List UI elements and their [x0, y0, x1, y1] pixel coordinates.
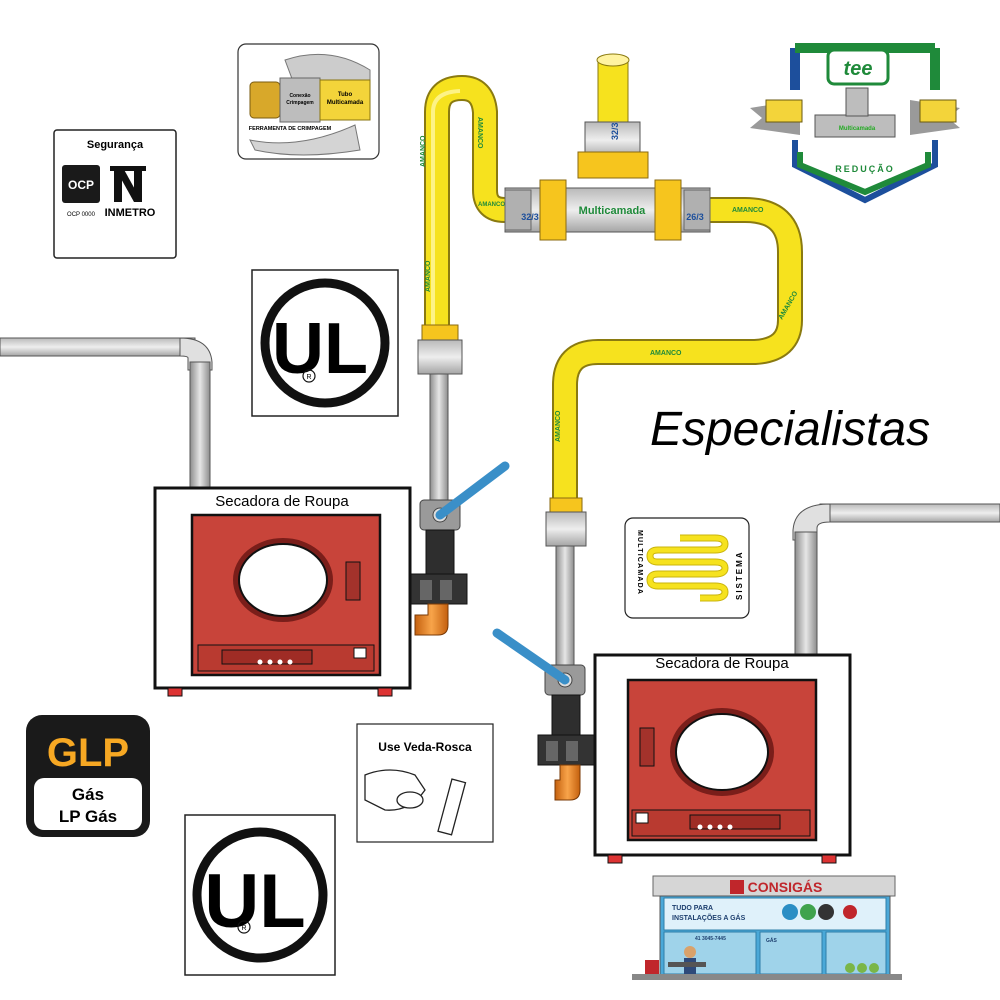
valve-handle-icon[interactable] [497, 633, 565, 680]
veda-rosca-box: Use Veda-Rosca [357, 724, 493, 842]
tee-title: tee [844, 58, 873, 80]
seguranca-badge: Segurança OCP OCP 0000 INMETRO [54, 130, 176, 258]
glp-line1: Gás [72, 785, 104, 804]
svg-text:AMANCO: AMANCO [425, 260, 432, 292]
bench-icon [668, 962, 706, 967]
tape-roll-icon [397, 792, 423, 808]
store-phone: 41 3045-7445 [695, 936, 726, 942]
left-exhaust-duct [0, 338, 212, 488]
svg-text:AMANCO: AMANCO [555, 410, 562, 442]
tee-fitting-label: Multicamada [579, 205, 647, 217]
sistema-right-text: SISTEMA [735, 550, 744, 600]
svg-text:AMANCO: AMANCO [476, 117, 483, 149]
glp-badge: GLP Gás LP Gás [26, 715, 150, 837]
right-dryer: Secadora de Roupa [595, 655, 850, 863]
left-dryer-label: Secadora de Roupa [215, 493, 349, 510]
crimp-tool-label: FERRAMENTA DE CRIMPAGEM [249, 126, 332, 132]
ul-badge-top: UL R [252, 270, 398, 416]
sistema-multicamada-box: MULTICAMADA SISTEMA [625, 518, 749, 618]
glp-line2: LP Gás [59, 807, 117, 826]
left-gas-line [411, 325, 505, 635]
person-icon [684, 946, 696, 958]
valve-handle-icon[interactable] [440, 466, 505, 515]
ocp-label: OCP [68, 178, 94, 192]
ul-mark: UL [272, 309, 368, 389]
tee-reducao-box: tee Multicamada REDUÇÃO [750, 48, 960, 200]
right-exhaust-duct [793, 504, 1000, 654]
ocp-code: OCP 0000 [67, 212, 96, 218]
ul-mark: UL [204, 859, 305, 944]
tee-left-size: 32/3 [521, 212, 539, 222]
svg-text:AMANCO: AMANCO [478, 202, 505, 208]
crimp-multicamada: Multicamada [327, 100, 364, 106]
tee-fitting: Multicamada 32/3 26/3 32/3 [505, 122, 710, 240]
tee-top-size: 32/3 [610, 122, 620, 140]
inmetro-label: INMETRO [105, 207, 156, 219]
store-gas: GÁS [766, 937, 778, 944]
crimp-tool-box: Conexão Crimpagem Tubo Multicamada FERRA… [238, 44, 379, 159]
crimp-conexao: Conexão [289, 93, 310, 99]
crimp-tubo: Tubo [338, 92, 353, 98]
tee-caption: REDUÇÃO [835, 164, 895, 174]
ul-registered: R [306, 374, 311, 381]
svg-text:AMANCO: AMANCO [732, 207, 764, 214]
tee-center: Multicamada [839, 126, 876, 132]
store-tagline-1: TUDO PARA [672, 905, 713, 912]
right-dryer-label: Secadora de Roupa [655, 655, 789, 672]
crimp-crimpagem: Crimpagem [286, 100, 314, 106]
ul-badge-bottom: UL R [185, 815, 335, 975]
right-gas-line [497, 498, 594, 800]
crimp-fitting-icon [250, 82, 280, 118]
store-tagline-2: INSTALAÇÕES A GÁS [672, 913, 746, 922]
especialistas-headline: Especialistas [650, 403, 930, 456]
seguranca-title: Segurança [87, 139, 144, 151]
ul-registered: R [241, 925, 246, 932]
sistema-left-text: MULTICAMADA [636, 530, 643, 595]
consigas-storefront: CONSIGÁS TUDO PARA INSTALAÇÕES A GÁS 41 … [632, 876, 902, 980]
veda-rosca-label: Use Veda-Rosca [378, 740, 472, 754]
svg-text:AMANCO: AMANCO [420, 135, 427, 167]
glp-label: GLP [47, 731, 129, 775]
left-dryer: Secadora de Roupa [155, 488, 410, 696]
svg-text:AMANCO: AMANCO [650, 350, 682, 357]
store-name: CONSIGÁS [748, 879, 823, 895]
tee-right-size: 26/3 [686, 212, 704, 222]
